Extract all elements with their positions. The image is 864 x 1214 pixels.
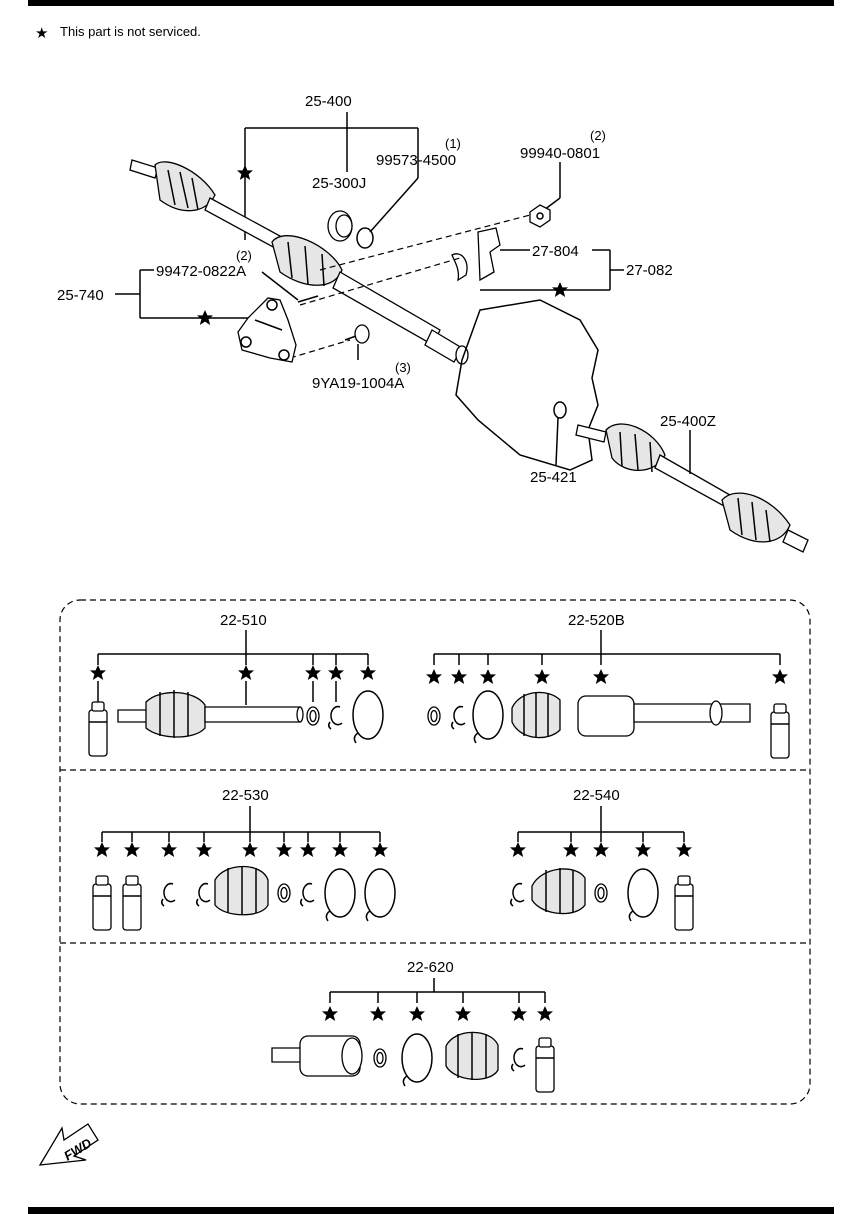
star-icon bbox=[455, 1006, 471, 1021]
star-icon bbox=[242, 842, 258, 857]
label-25-400Z: 25-400Z bbox=[660, 413, 716, 430]
callout-27-082: 27-804 27-082 bbox=[451, 227, 673, 297]
label-27-804: 27-804 bbox=[532, 243, 579, 260]
label-25-421: 25-421 bbox=[530, 469, 577, 486]
star-icon bbox=[451, 669, 467, 684]
star-icon bbox=[593, 842, 609, 857]
star-icon bbox=[510, 842, 526, 857]
star-icon bbox=[370, 1006, 386, 1021]
svg-text:25-400: 25-400 bbox=[305, 93, 352, 110]
star-icon bbox=[511, 1006, 527, 1021]
star-icon bbox=[332, 842, 348, 857]
star-icon bbox=[772, 669, 788, 684]
star-icon bbox=[196, 842, 212, 857]
label-22-510: 22-510 bbox=[220, 612, 267, 629]
label-25-740: 25-740 bbox=[57, 287, 104, 304]
fwd-arrow-icon: FWD bbox=[38, 1123, 99, 1166]
kits-box bbox=[59, 599, 811, 1105]
bottom-rule bbox=[28, 1207, 834, 1214]
drive-shaft-right: 25-400Z bbox=[575, 413, 809, 553]
kit-22-540: 22-540 bbox=[509, 787, 694, 931]
star-icon bbox=[161, 842, 177, 857]
star-icon bbox=[305, 665, 321, 680]
kit-22-520B: 22-520B bbox=[426, 612, 790, 759]
svg-text:(2): (2) bbox=[590, 128, 606, 143]
transmission-outline bbox=[455, 299, 599, 471]
label-22-620: 22-620 bbox=[407, 959, 454, 976]
star-icon bbox=[276, 842, 292, 857]
kit-22-620: 22-620 bbox=[271, 959, 555, 1093]
note-text: This part is not serviced. bbox=[60, 24, 201, 39]
svg-text:(2): (2) bbox=[236, 248, 252, 263]
label-27-082: 27-082 bbox=[626, 262, 673, 279]
drive-shaft-left bbox=[129, 159, 469, 365]
star-icon bbox=[124, 842, 140, 857]
star-icon: ★ bbox=[35, 25, 48, 42]
star-icon bbox=[322, 1006, 338, 1021]
star-icon bbox=[676, 842, 692, 857]
nut bbox=[529, 204, 551, 228]
bolt-9YA19-1004A: (3) 9YA19-1004A bbox=[312, 324, 411, 392]
star-icon bbox=[537, 1006, 553, 1021]
star-icon bbox=[534, 669, 550, 684]
note: ★ This part is not serviced. bbox=[35, 24, 201, 42]
star-icon bbox=[593, 669, 609, 684]
star-icon bbox=[480, 669, 496, 684]
star-icon bbox=[635, 842, 651, 857]
top-rule bbox=[28, 0, 834, 6]
star-icon bbox=[238, 665, 254, 680]
star-icon bbox=[94, 842, 110, 857]
kit-22-510: 22-510 bbox=[88, 612, 384, 757]
star-icon bbox=[372, 842, 388, 857]
kit-22-530: 22-530 bbox=[92, 787, 396, 931]
support-bracket bbox=[237, 297, 297, 363]
svg-text:(1): (1) bbox=[445, 136, 461, 151]
label-22-530: 22-530 bbox=[222, 787, 269, 804]
star-icon bbox=[328, 665, 344, 680]
label-99573-4500: 99573-4500 bbox=[376, 152, 456, 169]
star-icon bbox=[300, 842, 316, 857]
callout-25-740: (2) 99472-0822A 25-740 bbox=[57, 248, 299, 325]
star-icon bbox=[360, 665, 376, 680]
label-99940-0801: 99940-0801 bbox=[520, 145, 600, 162]
star-icon bbox=[426, 669, 442, 684]
star-icon bbox=[409, 1006, 425, 1021]
label-9YA19-1004A: 9YA19-1004A bbox=[312, 375, 404, 392]
bearing-25-300J bbox=[327, 210, 374, 249]
label-22-520B: 22-520B bbox=[568, 612, 625, 629]
star-icon bbox=[563, 842, 579, 857]
star-icon bbox=[90, 665, 106, 680]
label-25-300J: 25-300J bbox=[312, 175, 366, 192]
label-22-540: 22-540 bbox=[573, 787, 620, 804]
label-99472-0822A: 99472-0822A bbox=[156, 263, 246, 280]
svg-text:(3): (3) bbox=[395, 360, 411, 375]
